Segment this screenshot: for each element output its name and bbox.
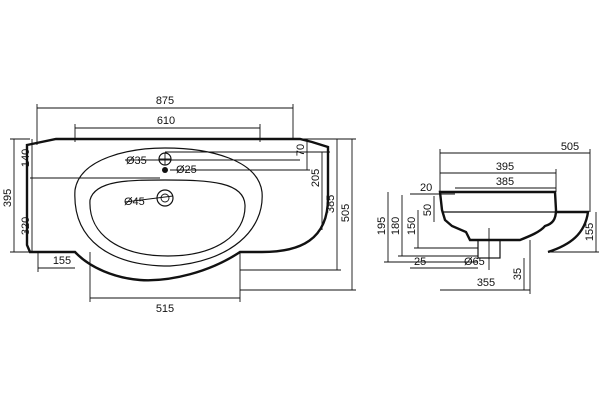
- dim-35: 35: [512, 268, 524, 280]
- bowl-outer: [74, 147, 263, 267]
- dim-180: 180: [390, 217, 402, 235]
- dim-155-side: 155: [584, 223, 596, 241]
- bowl-inner: [89, 179, 246, 257]
- dim-505-front: 505: [340, 204, 352, 222]
- side-bracket: [547, 210, 590, 254]
- side-view: 505 395 385 20 195 180 150 50 155 25 Ø65…: [376, 141, 599, 294]
- dim-515: 515: [156, 303, 174, 315]
- dim-20: 20: [420, 182, 432, 194]
- drain-hole-inner: [160, 193, 170, 203]
- dim-70: 70: [295, 144, 307, 156]
- dim-25: 25: [414, 256, 426, 268]
- dim-tap-hole: Ø35: [126, 155, 147, 167]
- dim-drain: Ø45: [124, 196, 145, 208]
- dim-140: 140: [20, 149, 32, 167]
- basin-outline: [25, 137, 330, 282]
- overflow-hole: [162, 167, 168, 173]
- front-view: 875 610 515 395 140 320 155 505 385: [2, 95, 356, 315]
- dim-155-front: 155: [53, 255, 71, 267]
- dim-385-front: 385: [325, 195, 337, 213]
- dim-395: 395: [2, 189, 14, 207]
- dim-505-side: 505: [561, 141, 579, 153]
- dim-205: 205: [310, 169, 322, 187]
- side-basin-outline: [438, 190, 558, 242]
- dim-50: 50: [422, 204, 434, 216]
- dim-395-side: 395: [496, 161, 514, 173]
- dim-355: 355: [477, 277, 495, 289]
- dim-150: 150: [406, 217, 418, 235]
- dim-320: 320: [20, 217, 32, 235]
- dim-waste: Ø65: [464, 256, 485, 268]
- dim-overflow: Ø25: [176, 164, 197, 176]
- dim-385-side: 385: [496, 176, 514, 188]
- dim-195: 195: [376, 217, 388, 235]
- dim-610: 610: [157, 115, 175, 127]
- dim-875: 875: [156, 95, 174, 107]
- leader-drain: [124, 195, 174, 203]
